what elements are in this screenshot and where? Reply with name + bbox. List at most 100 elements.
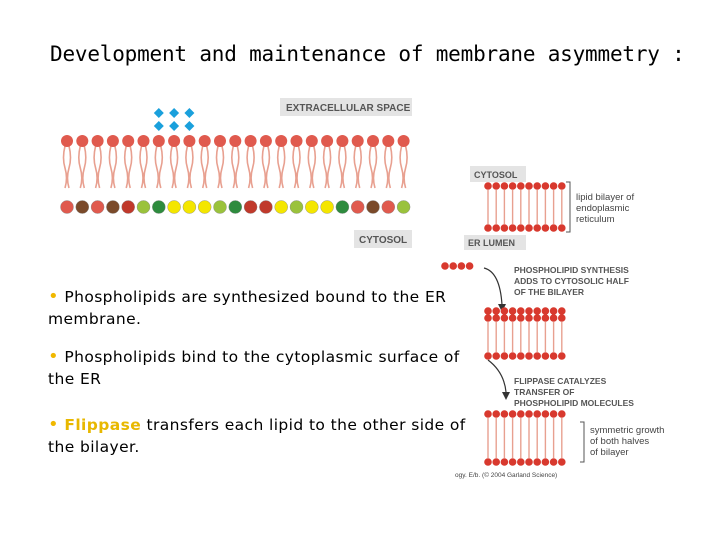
lipid-head-outer bbox=[122, 135, 135, 147]
lipid-head-outer bbox=[382, 135, 395, 147]
lipid-head-inner bbox=[320, 200, 334, 214]
lipid-head bbox=[558, 458, 566, 466]
lipid-head-outer bbox=[259, 135, 272, 147]
flippase-term: Flippase bbox=[64, 416, 142, 434]
lipid-head-inner bbox=[335, 200, 350, 214]
symmetric-bracket bbox=[580, 421, 585, 463]
er-lumen-label: ER LUMEN bbox=[468, 238, 515, 248]
lipid-tail bbox=[399, 145, 404, 189]
lipid-head bbox=[517, 314, 525, 322]
lipid-head-outer bbox=[214, 135, 226, 147]
lipid-head-inner bbox=[197, 200, 212, 214]
lipid-tail bbox=[215, 145, 221, 189]
lipid-head bbox=[549, 182, 558, 190]
lipid-tail bbox=[292, 145, 297, 189]
lipid-tail bbox=[204, 145, 209, 189]
glycan-unit bbox=[184, 108, 195, 118]
arrow-step1 bbox=[483, 267, 503, 306]
lipid-tail bbox=[219, 145, 225, 189]
new-lipid-head bbox=[558, 307, 566, 315]
lipid-head bbox=[533, 182, 541, 190]
lipid-head bbox=[508, 458, 517, 466]
lipid-head bbox=[541, 410, 550, 418]
lipid-tail bbox=[154, 145, 160, 189]
lipid-head bbox=[525, 410, 533, 418]
lipid-head-outer bbox=[61, 135, 73, 147]
lipid-head-outer bbox=[91, 135, 104, 147]
lipid-head bbox=[492, 314, 501, 322]
lipid-tail bbox=[384, 145, 389, 189]
lipid-tail bbox=[169, 145, 175, 189]
lipid-tail bbox=[276, 145, 282, 189]
lipid-tail bbox=[97, 145, 102, 189]
lipid-head-outer bbox=[137, 135, 150, 147]
credit-text: ogy. E/b. (© 2004 Garland Science) bbox=[455, 471, 557, 479]
lipid-head-outer bbox=[168, 135, 181, 147]
glycan-unit bbox=[153, 121, 164, 131]
lipid-head bbox=[492, 182, 501, 190]
new-lipid-head bbox=[517, 307, 525, 315]
lipid-head-inner bbox=[366, 200, 380, 214]
lipid-tail bbox=[353, 145, 358, 189]
bullet-2: • Phospholipids bind to the cytoplasmic … bbox=[48, 346, 468, 390]
arrow-step1-head bbox=[498, 304, 506, 312]
lipid-tail bbox=[231, 145, 236, 189]
lipid-tail bbox=[368, 145, 374, 189]
glycan-unit bbox=[169, 121, 180, 131]
lipid-head-outer bbox=[321, 135, 334, 147]
lipid-head-inner bbox=[289, 200, 304, 214]
lipid-head-outer bbox=[397, 135, 410, 147]
new-lipid-head bbox=[508, 307, 517, 315]
lipid-head-outer bbox=[198, 135, 211, 147]
bullet-dot-3: • bbox=[48, 414, 60, 435]
lipid-head-inner bbox=[121, 200, 135, 214]
lipid-head bbox=[525, 458, 533, 466]
lipid-head bbox=[508, 352, 517, 360]
lipid-head-inner bbox=[351, 200, 365, 214]
step1-label: PHOSPHOLIPID SYNTHESIS ADDS TO CYTOSOLIC… bbox=[514, 265, 631, 297]
lipid-head bbox=[517, 224, 525, 232]
lipid-head bbox=[500, 314, 509, 322]
lipid-head bbox=[533, 458, 541, 466]
lipid-tail bbox=[82, 145, 87, 189]
lipid-head-outer bbox=[229, 135, 242, 147]
lipid-tail bbox=[62, 145, 68, 189]
lipid-head bbox=[541, 458, 550, 466]
lipid-head-outer bbox=[336, 135, 349, 147]
lipid-tail bbox=[372, 145, 378, 189]
lipid-head bbox=[492, 410, 501, 418]
lipid-tail bbox=[112, 145, 118, 189]
lipid-tail bbox=[158, 145, 164, 189]
lipid-tail bbox=[296, 145, 301, 189]
lipid-head bbox=[533, 410, 541, 418]
lipid-head bbox=[484, 224, 492, 232]
lipid-tail bbox=[127, 145, 133, 189]
lipid-head bbox=[484, 458, 492, 466]
bullet-1-text: Phospholipids are synthesized bound to t… bbox=[48, 288, 447, 328]
extracellular-label-box bbox=[280, 98, 412, 116]
lipid-head bbox=[525, 314, 533, 322]
lipid-head bbox=[558, 314, 566, 322]
arrow-step2-head bbox=[502, 392, 510, 400]
lipid-tail bbox=[93, 145, 98, 189]
lipid-head bbox=[492, 458, 501, 466]
new-lipid-head bbox=[549, 307, 558, 315]
new-lipid-head bbox=[500, 307, 509, 315]
lipid-head bbox=[541, 224, 550, 232]
lipid-tail bbox=[185, 145, 190, 189]
lipid-head-outer bbox=[275, 135, 288, 147]
lipid-head-inner bbox=[167, 200, 181, 214]
er-lumen-box bbox=[464, 235, 526, 250]
lipid-tail bbox=[311, 145, 317, 189]
lipid-head bbox=[558, 182, 566, 190]
lipid-head-outer bbox=[290, 135, 303, 147]
lipid-tail bbox=[250, 145, 255, 189]
lipid-head bbox=[517, 458, 525, 466]
lipid-head bbox=[508, 314, 517, 322]
lipid-head bbox=[558, 352, 566, 360]
new-lipid-head bbox=[533, 307, 541, 315]
lipid-tail bbox=[139, 145, 144, 189]
lipid-head bbox=[508, 224, 517, 232]
lipid-head bbox=[549, 224, 558, 232]
